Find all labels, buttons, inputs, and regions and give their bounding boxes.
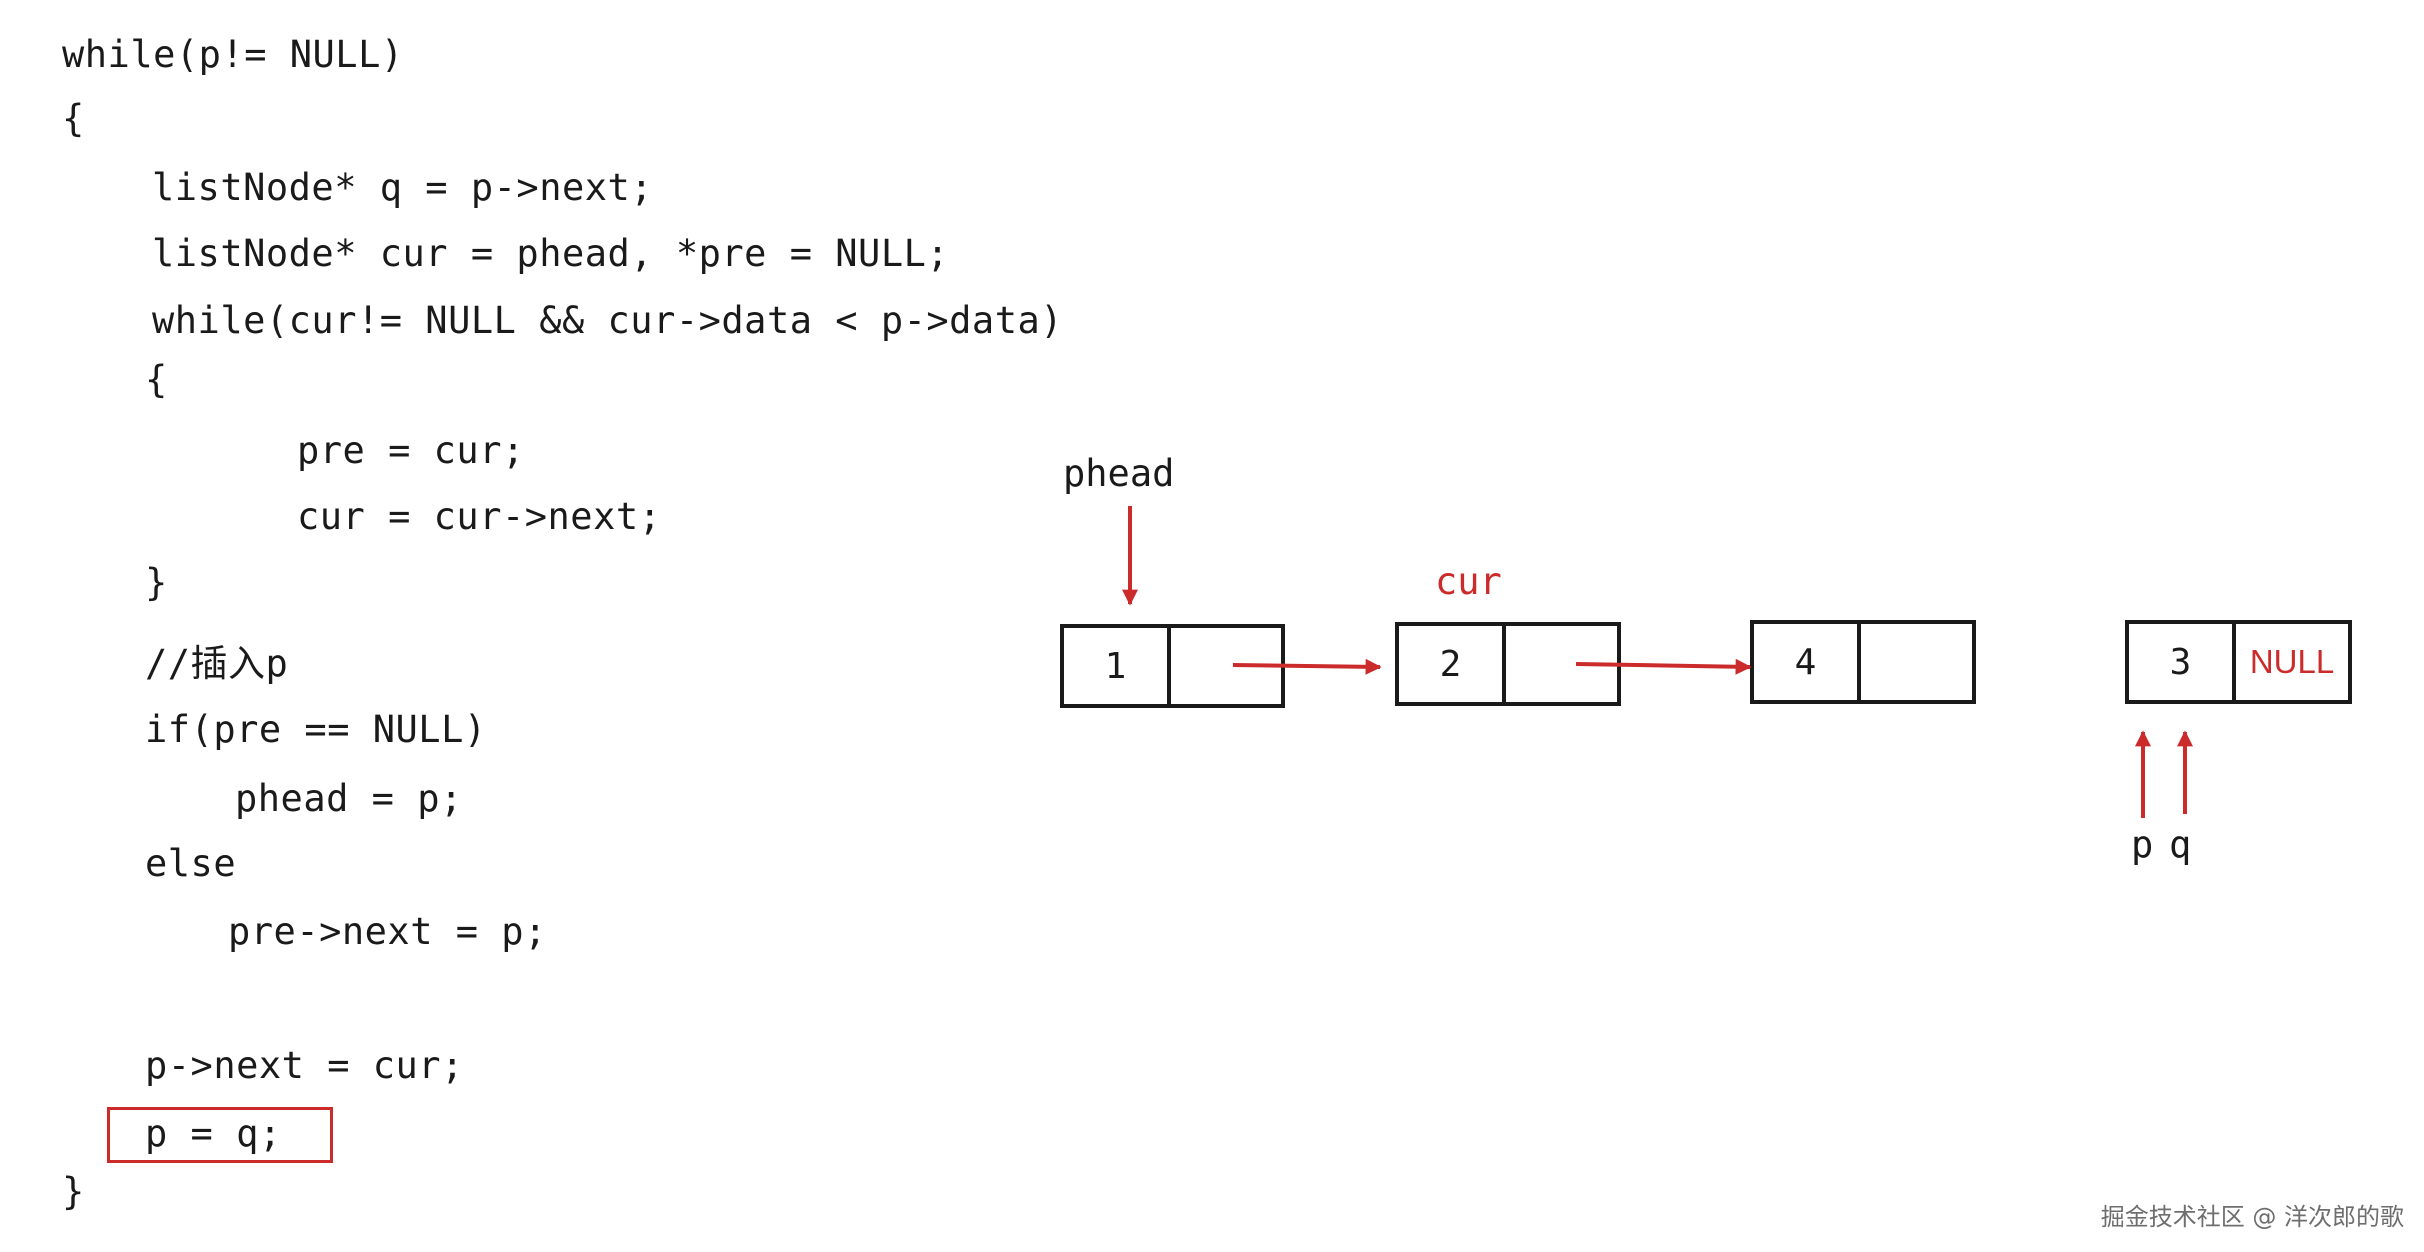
code-line-12: phead = p; xyxy=(235,777,463,820)
code-line-15: p->next = cur; xyxy=(145,1044,464,1087)
node-data-cell: 3 xyxy=(2129,624,2236,700)
watermark: 掘金技术社区 @ 洋次郎的歌 xyxy=(2100,1203,2404,1231)
code-line-10: //插入p xyxy=(145,642,289,685)
list-node-3: 3 NULL xyxy=(2125,620,2352,704)
code-line-8: cur = cur->next; xyxy=(297,495,662,538)
code-line-6: { xyxy=(145,358,168,401)
code-line-14: pre->next = p; xyxy=(228,910,547,953)
node-next-cell xyxy=(1171,628,1281,704)
code-line-4: listNode* cur = phead, *pre = NULL; xyxy=(152,232,950,275)
list-node-2: 2 xyxy=(1395,622,1621,706)
node-data-cell: 2 xyxy=(1399,626,1506,702)
code-line-17: } xyxy=(62,1170,85,1213)
code-line-7: pre = cur; xyxy=(297,429,525,472)
null-pointer-label: NULL xyxy=(2249,643,2335,680)
code-line-5: while(cur!= NULL && cur->data < p->data) xyxy=(152,299,1064,342)
code-line-9: } xyxy=(145,561,168,604)
list-node-1: 1 xyxy=(1060,624,1285,708)
code-line-13: else xyxy=(145,842,237,885)
node-data-cell: 1 xyxy=(1064,628,1171,704)
list-node-4: 4 xyxy=(1750,620,1976,704)
code-line-16: p = q; xyxy=(145,1112,282,1155)
code-line-3: listNode* q = p->next; xyxy=(152,166,654,209)
p-label: p xyxy=(2131,823,2154,866)
highlight-box xyxy=(107,1107,333,1163)
q-label: q xyxy=(2169,823,2192,866)
node-next-cell xyxy=(1506,626,1617,702)
cur-label: cur xyxy=(1435,560,1502,603)
node-next-cell xyxy=(1861,624,1972,700)
code-line-2: { xyxy=(62,97,85,140)
code-line-1: while(p!= NULL) xyxy=(62,33,404,76)
phead-label: phead xyxy=(1063,452,1175,495)
node-data-cell: 4 xyxy=(1754,624,1861,700)
code-line-11: if(pre == NULL) xyxy=(145,708,487,751)
